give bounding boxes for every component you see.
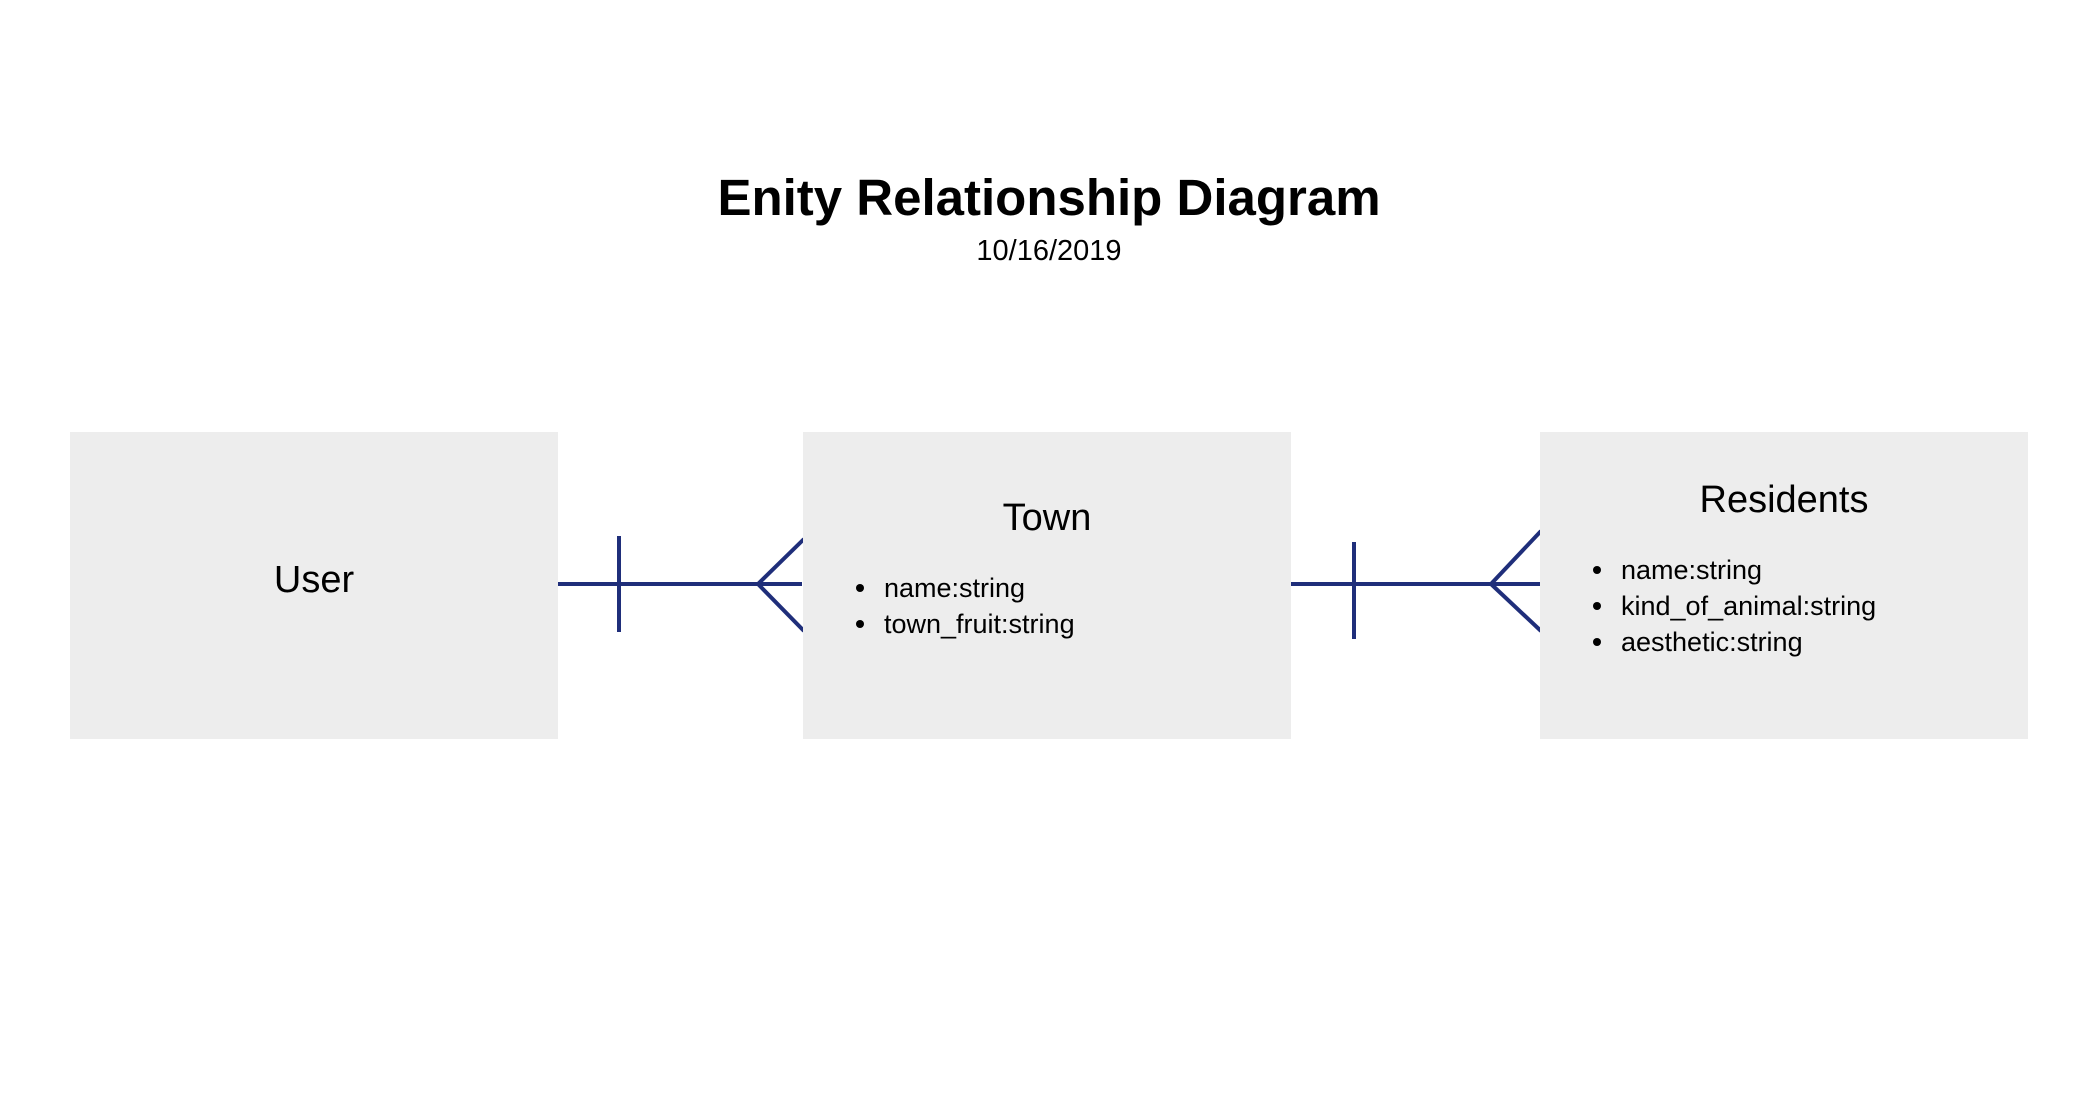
relationship-user-town <box>557 536 806 633</box>
crows-foot-upper <box>1489 529 1543 586</box>
attribute-item: town_fruit:string <box>856 606 1075 642</box>
entity-name: Residents <box>1699 479 1869 521</box>
attribute-list: name:string town_fruit:string <box>856 570 1075 642</box>
entity-name: User <box>273 559 355 601</box>
entity-residents[interactable]: Residents name:string kind_of_animal:str… <box>1540 432 2028 739</box>
relationship-town-residents <box>1289 529 1543 639</box>
attribute-item: kind_of_animal:string <box>1593 588 1876 624</box>
crows-foot-lower <box>756 582 806 633</box>
attribute-list: name:string kind_of_animal:string aesthe… <box>1593 552 1876 660</box>
entity-user[interactable]: User <box>70 432 558 739</box>
attribute-item: name:string <box>856 570 1075 606</box>
crows-foot-lower <box>1489 582 1543 633</box>
entity-name: Town <box>1002 497 1092 539</box>
attribute-item: aesthetic:string <box>1593 624 1876 660</box>
entity-town[interactable]: Town name:string town_fruit:string <box>803 432 1291 739</box>
crows-foot-upper <box>756 537 806 586</box>
attribute-item: name:string <box>1593 552 1876 588</box>
diagram-title: Enity Relationship Diagram <box>717 169 1381 226</box>
diagram-date: 10/16/2019 <box>976 235 1122 267</box>
